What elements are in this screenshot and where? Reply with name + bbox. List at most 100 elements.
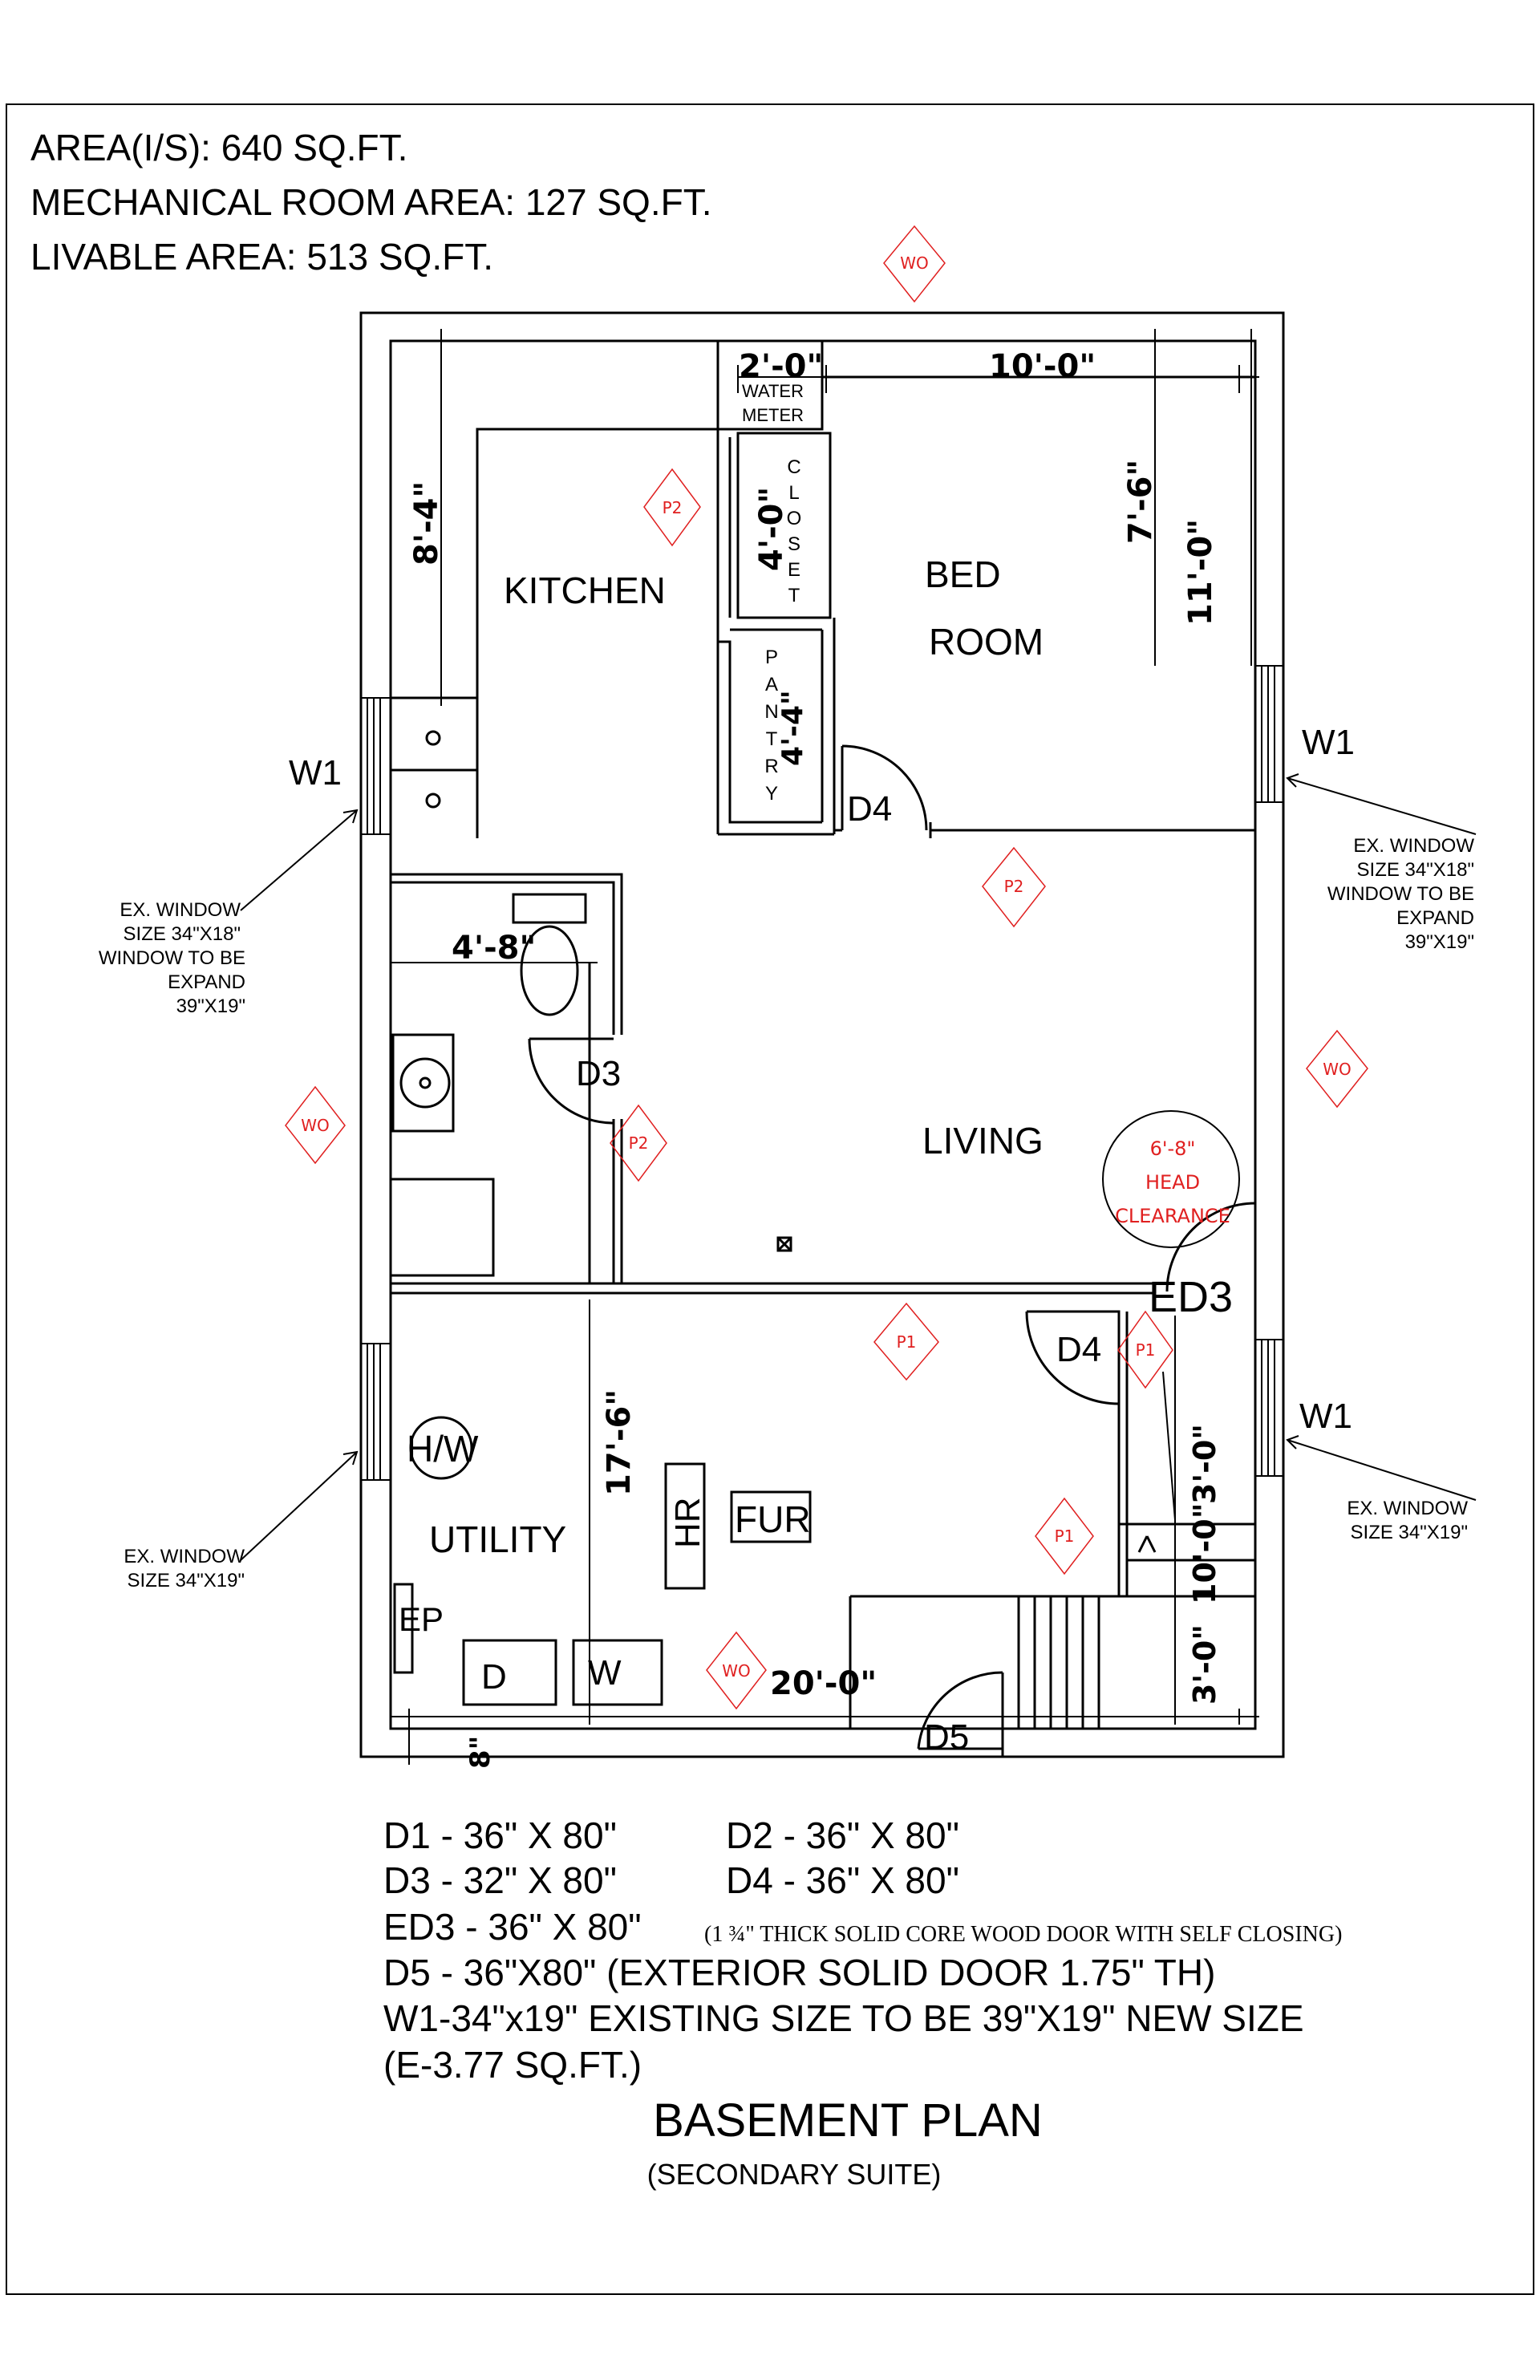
head-clearance-line-2: HEAD: [1145, 1171, 1200, 1194]
pantry-letter-6: Y: [765, 783, 778, 805]
stair-enclosure: [849, 1310, 1255, 1729]
closet-letter-5: E: [788, 559, 800, 581]
pantry-letter-4: T: [766, 728, 778, 750]
note-right-bottom-1: EX. WINDOW: [1347, 1498, 1468, 1519]
bed-label: BED: [925, 553, 1001, 595]
tag-wo-top: WO: [900, 253, 929, 273]
livable-area-text: LIVABLE AREA: 513 SQ.FT.: [30, 236, 493, 278]
note-right-top-3: WINDOW TO BE: [1327, 883, 1474, 905]
tag-diamonds: [285, 225, 1368, 1710]
window-labels: W1 W1 W1 EX. WINDOW SIZE 34"X18" WINDOW …: [99, 723, 1474, 1591]
note-left-top-2: SIZE 34"X18": [124, 923, 241, 945]
note-right-top-4: EXPAND: [1396, 907, 1474, 929]
head-clearance-circle: [1102, 1110, 1240, 1248]
door-d5-swing: [917, 1671, 1004, 1757]
w1-right-bottom-label: W1: [1299, 1397, 1352, 1436]
sheet-border: [6, 103, 1534, 2295]
note-left-bottom-2: SIZE 34"X19": [128, 1570, 245, 1591]
plan-title: BASEMENT PLAN: [653, 2094, 1043, 2147]
hr-label: HR: [668, 1497, 707, 1548]
dim-kitchen-depth: 8'-4": [408, 481, 445, 566]
tag-p2-bath: P2: [629, 1133, 649, 1153]
note-right-top-5: 39"X19": [1405, 931, 1474, 953]
pantry-letter-2: A: [765, 674, 778, 695]
closet-letter-6: T: [788, 585, 800, 606]
water-meter-label-1: WATER: [742, 381, 804, 401]
schedule-w1-area: (E-3.77 SQ.FT.): [383, 2044, 642, 2086]
d4-top-label: D4: [847, 789, 892, 829]
pantry-letter-1: P: [765, 647, 778, 668]
dim-stair-mid: 10'-0": [1187, 1502, 1222, 1604]
dryer-label: D: [481, 1657, 507, 1697]
bathroom-walls: [389, 873, 623, 1283]
dim-closet-width: 2'-0": [739, 348, 823, 385]
area-is-text: AREA(I/S): 640 SQ.FT.: [30, 127, 407, 168]
schedule-d5: D5 - 36"X80" (EXTERIOR SOLID DOOR 1.75" …: [383, 1952, 1215, 1993]
tag-wo-right: WO: [1323, 1060, 1352, 1079]
closet-letter-1: C: [787, 456, 800, 478]
living-label: LIVING: [922, 1120, 1044, 1162]
kitchen-label: KITCHEN: [504, 570, 666, 611]
pantry-letter-3: N: [764, 701, 778, 723]
plan-subtitle: (SECONDARY SUITE): [647, 2158, 942, 2191]
tag-wo-left: WO: [301, 1116, 330, 1135]
windows: [360, 665, 1284, 1481]
note-right-bottom-2: SIZE 34"X19": [1351, 1522, 1468, 1543]
tag-wo-bottom: WO: [722, 1661, 751, 1681]
dim-stair-bottom: 3'-0": [1187, 1624, 1222, 1705]
d4-bottom-label: D4: [1056, 1330, 1101, 1369]
dim-pantry-depth: 4'-4": [776, 690, 809, 766]
dim-utility-depth: 17'-6": [601, 1389, 638, 1496]
note-left-top-1: EX. WINDOW: [120, 899, 241, 921]
dim-bed-width: 10'-0": [989, 348, 1096, 385]
room-label: ROOM: [929, 621, 1044, 663]
pantry-letter-5: R: [764, 756, 778, 777]
ep-label: EP: [399, 1600, 444, 1638]
door-labels: D4 D3 ED3 D4 D5: [576, 789, 1233, 1757]
dim-stair-top: 3'-0": [1187, 1424, 1222, 1504]
note-right-top-1: EX. WINDOW: [1353, 835, 1474, 857]
door-d4-top-swing: [841, 744, 928, 831]
tag-p2-kitchen: P2: [663, 498, 683, 517]
dimension-lines: [391, 329, 1259, 1765]
dim-overall-width: 20'-0": [770, 1665, 877, 1702]
dim-bath-width: 4'-8": [452, 930, 536, 967]
head-clearance-line-3: CLEARANCE: [1115, 1205, 1230, 1227]
tags-text: WO P2 P2 WO WO P2 P1 P1 P1 WO 6'-8" HEAD…: [301, 253, 1352, 1681]
water-meter-label-2: METER: [742, 405, 804, 425]
schedule-d4: D4 - 36" X 80": [726, 1859, 959, 1901]
w1-left-label: W1: [289, 753, 342, 793]
utility-label: UTILITY: [429, 1518, 566, 1560]
d5-label: D5: [924, 1717, 969, 1757]
schedule-d1: D1 - 36" X 80": [383, 1814, 617, 1856]
dim-bed-depth-b: 11'-0": [1182, 519, 1219, 626]
closet-letter-2: L: [788, 482, 799, 504]
tag-p1-door: P1: [1136, 1340, 1156, 1360]
w1-right-top-label: W1: [1302, 723, 1355, 762]
note-left-top-3: WINDOW TO BE: [99, 947, 245, 969]
note-left-top-4: EXPAND: [168, 971, 245, 993]
closet-letter-4: S: [788, 533, 800, 555]
closet-pantry-walls: [716, 339, 836, 836]
tag-p2-living: P2: [1004, 877, 1024, 896]
closet-letter-3: O: [787, 508, 802, 529]
door-ed3-swing: [1165, 1202, 1257, 1292]
door-schedule: D1 - 36" X 80" D2 - 36" X 80" D3 - 32" X…: [383, 1814, 1342, 2086]
room-labels: KITCHEN BED ROOM LIVING UTILITY WATER ME…: [429, 381, 1044, 1560]
dimension-labels: 2'-0" 10'-0" 8'-4" 4'-0" 4'-4" 7'-6" 11'…: [408, 348, 1222, 1769]
dim-bed-depth-a: 7'-6": [1122, 460, 1159, 544]
note-left-bottom-1: EX. WINDOW: [124, 1546, 245, 1567]
head-clearance-line-1: 6'-8": [1150, 1137, 1196, 1160]
fur-label: FUR: [735, 1498, 811, 1540]
d3-label: D3: [576, 1054, 621, 1093]
dim-wall-thickness: 8": [464, 1736, 496, 1769]
living-utility-wall: [391, 1236, 1157, 1295]
equipment-labels: H/W HR FUR EP D W: [399, 1428, 811, 1697]
ed3-label: ED3: [1149, 1273, 1233, 1321]
schedule-d2: D2 - 36" X 80": [726, 1814, 959, 1856]
schedule-w1: W1-34"x19" EXISTING SIZE TO BE 39"X19" N…: [383, 1997, 1304, 2039]
window-leaders: [240, 773, 1477, 1561]
tag-p1-utility: P1: [897, 1332, 917, 1352]
schedule-ed3: ED3 - 36" X 80": [383, 1906, 642, 1948]
